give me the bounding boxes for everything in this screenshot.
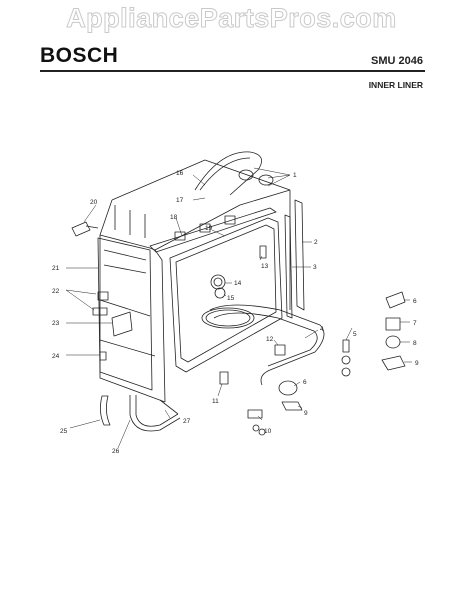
callout-19: 19 bbox=[205, 225, 213, 232]
callout-9b: 9 bbox=[304, 410, 308, 417]
brand-logo: BOSCH bbox=[40, 44, 119, 67]
door-opening-frame bbox=[169, 217, 283, 373]
callout-20: 20 bbox=[90, 199, 98, 206]
callout-5: 5 bbox=[353, 331, 357, 338]
side-panel bbox=[97, 237, 153, 391]
callout-16: 16 bbox=[176, 170, 184, 177]
callout-1: 1 bbox=[293, 172, 297, 179]
part-9-right bbox=[381, 355, 406, 371]
callout-6: 6 bbox=[413, 298, 417, 305]
part-15 bbox=[214, 287, 226, 299]
tub-top-front-edge bbox=[99, 234, 156, 251]
top-spray-arm bbox=[194, 151, 262, 196]
callout-4: 4 bbox=[320, 326, 324, 333]
header-rule bbox=[40, 70, 425, 72]
callout-25: 25 bbox=[60, 428, 68, 435]
model-number: SMU 2046 bbox=[371, 55, 423, 67]
part-23 bbox=[111, 311, 133, 337]
callout-12: 12 bbox=[266, 336, 274, 343]
tub-front-face bbox=[154, 249, 166, 403]
callout-13: 13 bbox=[261, 263, 269, 270]
part-20 bbox=[71, 221, 99, 237]
callout-3: 3 bbox=[313, 264, 317, 271]
callout-7: 7 bbox=[413, 320, 417, 327]
callout-9: 9 bbox=[415, 360, 419, 367]
callout-8: 8 bbox=[413, 340, 417, 347]
callout-21: 21 bbox=[52, 265, 60, 272]
callout-27: 27 bbox=[183, 418, 191, 425]
upper-rail bbox=[149, 207, 277, 253]
callout-23: 23 bbox=[52, 320, 60, 327]
part-6-right bbox=[385, 291, 406, 309]
watermark-text: AppliancePartsPros.com bbox=[66, 3, 397, 34]
callout-10: 10 bbox=[264, 428, 272, 435]
part-11 bbox=[219, 371, 229, 385]
callout-14: 14 bbox=[234, 280, 242, 287]
tub-top-left-edge bbox=[99, 199, 113, 236]
tub-front-left-edge bbox=[99, 235, 166, 403]
part-22 bbox=[92, 291, 109, 316]
heater-element bbox=[209, 304, 325, 386]
part-6-center bbox=[278, 380, 298, 396]
callout-22: 22 bbox=[52, 288, 60, 295]
part-12 bbox=[274, 344, 286, 356]
gasket-3 bbox=[284, 214, 293, 319]
callout-18: 18 bbox=[170, 214, 178, 221]
callout-6b: 6 bbox=[303, 379, 307, 386]
tub-top-rear-edge bbox=[111, 159, 291, 201]
part-13 bbox=[259, 245, 267, 259]
part-10 bbox=[247, 409, 263, 419]
part-27 bbox=[159, 399, 179, 415]
part-24 bbox=[99, 351, 107, 361]
callout-26: 26 bbox=[112, 448, 120, 455]
part-14 bbox=[210, 274, 226, 290]
gasket-2 bbox=[294, 199, 305, 311]
part-5-center bbox=[342, 339, 350, 353]
callout-15: 15 bbox=[227, 295, 235, 302]
hose-26 bbox=[129, 395, 181, 432]
part-7-right bbox=[385, 317, 401, 331]
part-9-center bbox=[281, 401, 303, 411]
callout-24: 24 bbox=[52, 353, 60, 360]
callout-17: 17 bbox=[176, 197, 184, 204]
callout-11: 11 bbox=[212, 398, 219, 405]
part-8-right bbox=[385, 335, 401, 349]
section-title: INNER LINER bbox=[368, 80, 423, 90]
callout-2: 2 bbox=[314, 239, 318, 246]
drain-hose bbox=[100, 395, 111, 426]
